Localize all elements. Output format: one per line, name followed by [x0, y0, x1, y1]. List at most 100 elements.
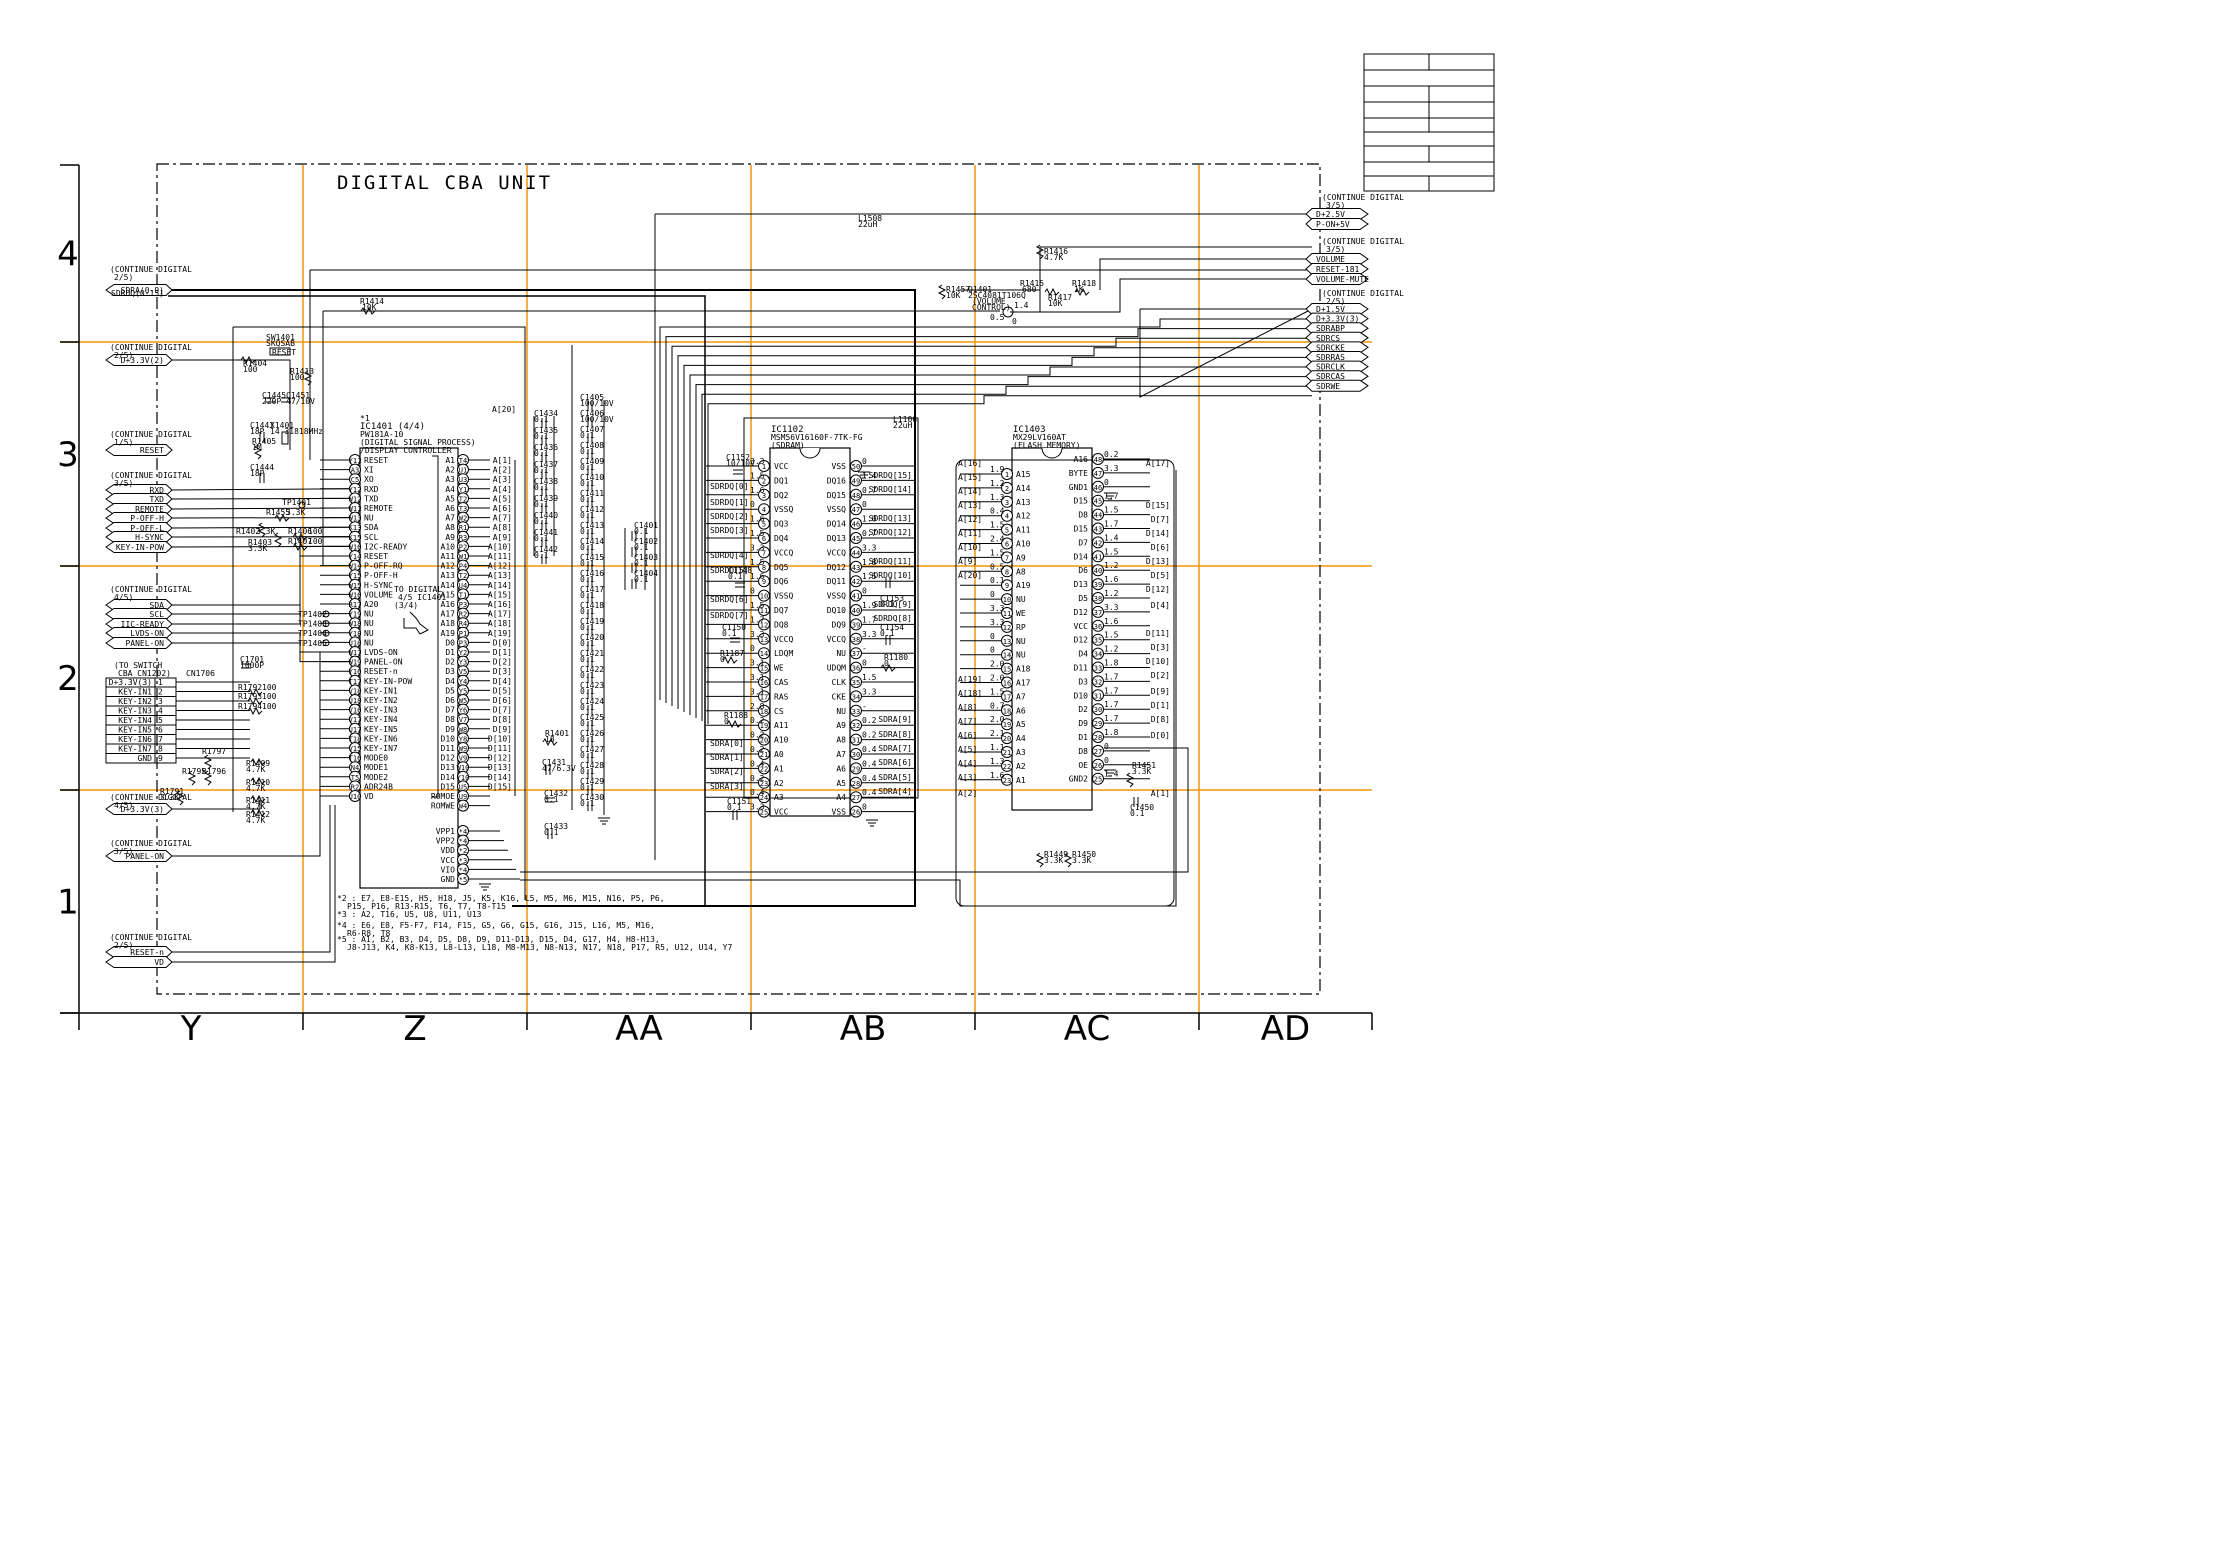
ic1102-right-pin-3-label: 48: [852, 492, 860, 500]
ic1403-right-pin-name-16: D11: [1074, 664, 1089, 673]
ic1403-left-pin-6-label: 6: [1005, 541, 1009, 549]
ic1102-right-pin-name-4: VSSQ: [827, 505, 846, 514]
ic1401-right-pin-name-7: A7: [445, 514, 455, 523]
ic1401-left-pin-2-label: A3: [351, 467, 359, 475]
connector-sdrabp-label: SDRABP: [1316, 324, 1345, 333]
cap-c1422-val: 0.1: [580, 671, 595, 680]
ic1102-left-pin-name-24: A3: [774, 793, 784, 802]
ic1403-left-pin-name-11: WE: [1016, 609, 1026, 618]
continue-label-1: 2/5): [114, 273, 133, 282]
connector-sdrcke-label: SDRCKE: [1316, 343, 1345, 352]
ic1102-left-pin-name-17: RAS: [774, 692, 789, 701]
ic1401-right-pin-2-label: U1: [459, 467, 467, 475]
ic1401-left-pin-15-label: W16: [349, 591, 362, 599]
ic1401-right-pin-8-label: R1: [459, 524, 467, 532]
ic1401-left-pin-name-12: P-OFF-RQ: [364, 562, 403, 571]
ic1102-right-v-24: 0.4: [862, 788, 877, 797]
ic1403-left-v-17: 1.5: [990, 687, 1005, 696]
ic1401-right-pin-name-21: D1: [445, 648, 455, 657]
testpoint-tp1405-label: TP1405: [298, 639, 327, 648]
ic1102-right-v-16: 1.5: [862, 673, 877, 682]
ic1102-right-pin-19-label: 32: [852, 722, 860, 730]
continue-label-4: 3/5): [114, 479, 133, 488]
sdram-right-net-12: SDRA[6]: [878, 758, 912, 767]
ic1403-left-v-14: 0: [990, 646, 995, 655]
connector-d33v-3-label: D+3.3V(3): [121, 805, 164, 814]
ic1102-left-v-4: 0: [750, 500, 755, 509]
cap-c1416-val: 0.1: [580, 575, 595, 584]
row-label-3: 3: [57, 435, 79, 475]
ic1403-left-pin-13-label: 13: [1003, 638, 1011, 646]
components: [106, 209, 1368, 968]
ic1401-right-pin-name-31: D11: [441, 744, 456, 753]
ic1102-left-v-16: 3.1: [750, 673, 765, 682]
ic1102-left-v-21: 0.2: [750, 745, 765, 754]
ic1102-right-pin-5-label: 46: [852, 521, 860, 529]
ic1102-right-pin-12-label: 39: [852, 621, 860, 629]
cap-c1405-val: 100/10V: [580, 399, 614, 408]
ic1403-right-pin-name-5: D8: [1078, 511, 1088, 520]
cn1706-pin-number-4: 4: [158, 707, 163, 716]
ic1401-bus-31: D[11]: [488, 744, 512, 753]
cap-c1429-val: 0.1: [580, 783, 595, 792]
ic1403-left-v-11: 3.3: [990, 604, 1005, 613]
column-label-ad: AD: [1261, 1009, 1310, 1049]
ic1102-right-pin-name-2: DQ16: [827, 476, 846, 485]
connector-iic-ready-label: IIC-READY: [121, 620, 165, 629]
r1455-val: 3.3K: [286, 508, 305, 517]
ic1403-right-pin-4-label: 45: [1094, 498, 1102, 506]
ic1401-desc-2: /DISPLAY CONTROLLER: [360, 446, 452, 455]
ic1401-right-pin-name-29: D9: [445, 725, 455, 734]
cap-c1407-val: 0.1: [580, 431, 595, 440]
connector-d-1-5v-label: D+1.5V: [1316, 305, 1345, 314]
ic1403-left-v-18: 0.7: [990, 701, 1005, 710]
cap-c1423-val: 0.1: [580, 687, 595, 696]
ic1403-left-pin-8-label: 8: [1005, 568, 1009, 576]
connector-sdrclk-label: SDRCLK: [1316, 363, 1345, 372]
ic1401-bus-29: D[9]: [493, 725, 512, 734]
ic1102-left-pin-name-18: CS: [774, 707, 784, 716]
connector-lvds-on-label: LVDS-ON: [130, 629, 164, 638]
cap-c1410-val: 0.1: [580, 479, 595, 488]
ic1401-right-pin-name-13: A13: [441, 571, 456, 580]
ic1403-right-v-14: 1.5: [1104, 631, 1119, 640]
signal-wire: [172, 508, 349, 509]
ic1102-right-pin-22-label: 29: [852, 765, 860, 773]
ic1102-right-pin-name-13: VCCQ: [827, 635, 846, 644]
connector-remote-label: REMOTE: [135, 505, 164, 514]
ic1401-left-pin-19-label: Y18: [349, 630, 362, 638]
ic1401-right-pin-15-label: T1: [459, 591, 467, 599]
c1148-val: 0.1: [728, 572, 743, 581]
ic1401-bus-20: D[0]: [493, 638, 512, 647]
r1451-val: 3.3K: [1132, 767, 1151, 776]
ic1102-right-pin-name-16: CLK: [832, 678, 847, 687]
ic1401-left-pin-4-label: Y12: [349, 486, 362, 494]
ic1401-power-name-2: VPP2: [436, 837, 455, 846]
ic1403-left-v-8: 0.5: [990, 562, 1005, 571]
ic1403-left-v-6: 2.4: [990, 535, 1005, 544]
c1431-val: 47/6.3V: [542, 764, 576, 773]
ic1102-left-v-5: 1.6: [750, 515, 765, 524]
ic1401-bus-1: A[1]: [493, 456, 512, 465]
ic1403-left-v-12: 3.3: [990, 618, 1005, 627]
ic1403-left-bus-7: A[10]: [958, 543, 982, 552]
ic1401-right-pin-29-label: W8: [459, 726, 467, 734]
ic1401-left-pin-5-label: W12: [349, 495, 362, 503]
cap-c1439-val: 0.1: [534, 500, 549, 509]
ic1403-left-pin-name-2: A14: [1016, 484, 1031, 493]
ic1102-right-v-4: 0: [862, 500, 867, 509]
ic1102-right-pin-18-label: 33: [852, 708, 860, 716]
sdram-right-net-14: SDRA[4]: [878, 787, 912, 796]
cap-c1430-val: 0.1: [580, 799, 595, 808]
ic1401-right-pin-name-14: A14: [441, 581, 456, 590]
resistor-r1403: [275, 533, 281, 547]
ic1401-left-pin-name-5: TXD: [364, 494, 379, 503]
sdram-right-net-6: SDRDQ[10]: [869, 571, 912, 580]
ic1401-right-pin-23-label: V5: [459, 668, 467, 676]
ic1401-left-pin-name-20: NU: [364, 638, 374, 647]
r1457-val: 10K: [946, 291, 961, 300]
ic1403-left-v-1: 1.9: [990, 465, 1005, 474]
ic1102-body: [770, 448, 850, 816]
ic1401-bus-22: D[2]: [493, 658, 512, 667]
